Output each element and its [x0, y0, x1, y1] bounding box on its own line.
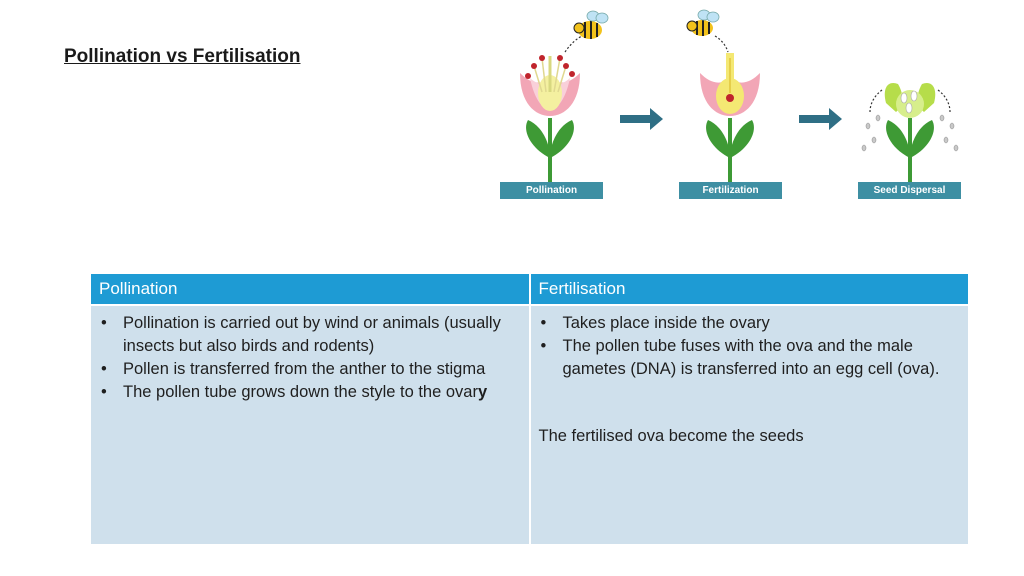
fertilisation-column: Fertilisation Takes place inside the ova… — [528, 274, 969, 544]
stage-label-pollination: Pollination — [500, 182, 603, 199]
flower-process-diagram — [520, 9, 959, 188]
fertilisation-list: Takes place inside the ovary The pollen … — [539, 312, 961, 381]
pollination-flower-illustration — [520, 35, 583, 188]
fertilisation-header: Fertilisation — [530, 274, 968, 306]
page-title: Pollination vs Fertilisation — [64, 46, 301, 67]
arrow-right-icon — [620, 108, 663, 130]
list-item: The pollen tube grows down the style to … — [101, 381, 521, 404]
pollination-cell: Pollination is carried out by wind or an… — [91, 306, 529, 404]
fertilization-flower-illustration — [700, 53, 760, 188]
bee-icon — [686, 9, 729, 53]
seed-dispersal-illustration — [861, 82, 959, 188]
stage-label-fertilization: Fertilization — [679, 182, 782, 199]
stage-label-seed-dispersal: Seed Dispersal — [858, 182, 961, 199]
list-item: Pollen is transferred from the anther to… — [101, 358, 521, 381]
list-item: Takes place inside the ovary — [541, 312, 961, 335]
pollination-list: Pollination is carried out by wind or an… — [99, 312, 521, 404]
fertilisation-note: The fertilised ova become the seeds — [538, 427, 804, 445]
list-item-bold-text: y — [477, 383, 488, 401]
fertilisation-cell: Takes place inside the ovary The pollen … — [531, 306, 969, 448]
pollination-column: Pollination Pollination is carried out b… — [91, 274, 529, 544]
list-item: Pollination is carried out by wind or an… — [101, 312, 521, 358]
arrow-right-icon — [799, 108, 842, 130]
pollination-header: Pollination — [91, 274, 529, 306]
bee-icon — [573, 10, 609, 39]
list-item: The pollen tube fuses with the ova and t… — [541, 335, 961, 381]
list-item-text: The pollen tube grows down the style to … — [123, 383, 478, 401]
comparison-table: Pollination Pollination is carried out b… — [91, 274, 968, 544]
